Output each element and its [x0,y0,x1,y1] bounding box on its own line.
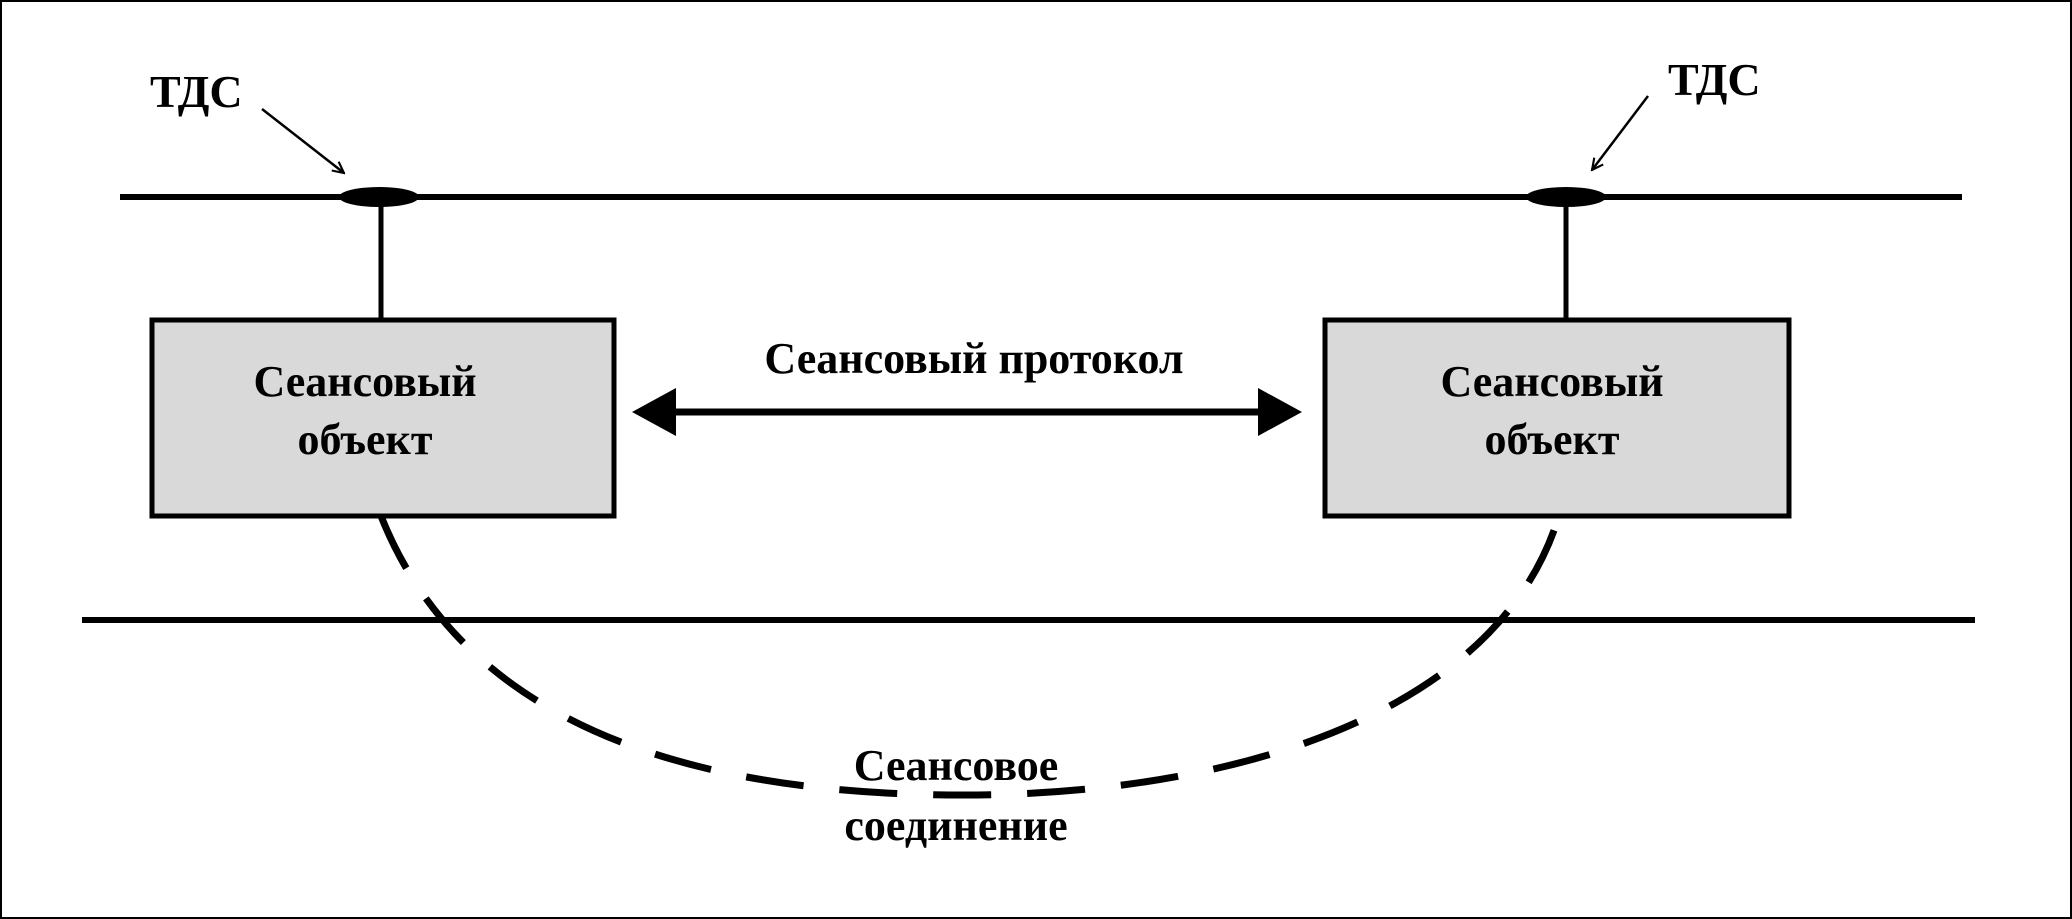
tds-pointer-arrow-left [261,108,344,173]
session-object-left-label-line2: объект [297,415,432,464]
session-connection-label-line1: Сеансовое [854,741,1059,790]
session-object-right-box [1322,317,1792,519]
protocol-label: Сеансовый протокол [764,334,1183,383]
tds-pointer-arrow-right [1592,95,1649,170]
session-object-right-label-line1: Сеансовый [1440,357,1663,406]
session-object-right-label-line2: объект [1484,415,1619,464]
tds-label-left: ТДС [150,66,243,117]
session-connection-label-line2: соединение [844,801,1067,850]
session-object-left-box [149,317,617,519]
protocol-double-arrow [632,388,1302,436]
tds-label-right: ТДС [1668,54,1761,105]
session-connection-arc [377,511,1564,799]
session-object-left-label-line1: Сеансовый [253,357,476,406]
